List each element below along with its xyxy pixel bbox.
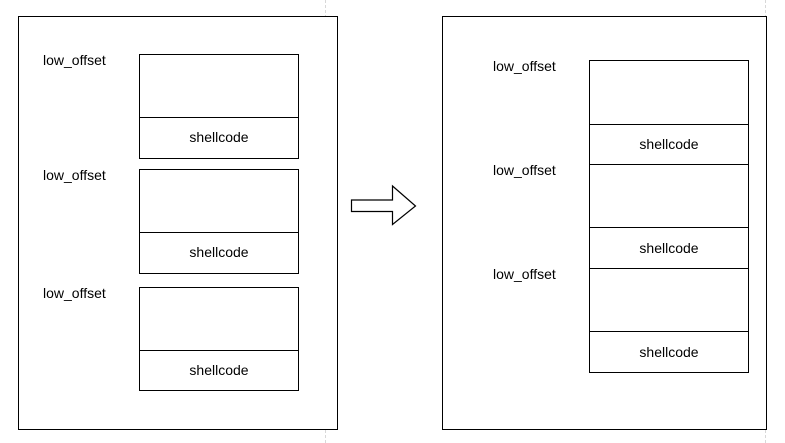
right-arrow-icon bbox=[350, 184, 417, 226]
offset-cell bbox=[590, 269, 748, 332]
left-memory-block-1: shellcode bbox=[139, 54, 299, 159]
shellcode-cell: shellcode bbox=[590, 228, 748, 269]
right-low-offset-label-3: low_offset bbox=[493, 266, 556, 282]
right-low-offset-label-1: low_offset bbox=[493, 58, 556, 74]
left-low-offset-label-2: low_offset bbox=[43, 167, 106, 183]
left-memory-block-3: shellcode bbox=[139, 287, 299, 391]
left-memory-block-2: shellcode bbox=[139, 169, 299, 274]
shellcode-cell: shellcode bbox=[590, 124, 748, 165]
right-memory-stack: shellcode shellcode shellcode bbox=[589, 60, 749, 373]
offset-cell bbox=[140, 170, 298, 233]
shellcode-cell: shellcode bbox=[639, 344, 699, 360]
shellcode-cell: shellcode bbox=[189, 244, 249, 260]
left-low-offset-label-1: low_offset bbox=[43, 52, 106, 68]
offset-cell bbox=[140, 288, 298, 351]
offset-cell bbox=[590, 61, 748, 125]
shellcode-cell: shellcode bbox=[189, 129, 249, 145]
offset-cell bbox=[140, 55, 298, 118]
offset-cell bbox=[590, 165, 748, 228]
shellcode-cell: shellcode bbox=[189, 361, 249, 378]
right-low-offset-label-2: low_offset bbox=[493, 162, 556, 178]
left-low-offset-label-3: low_offset bbox=[43, 285, 106, 301]
